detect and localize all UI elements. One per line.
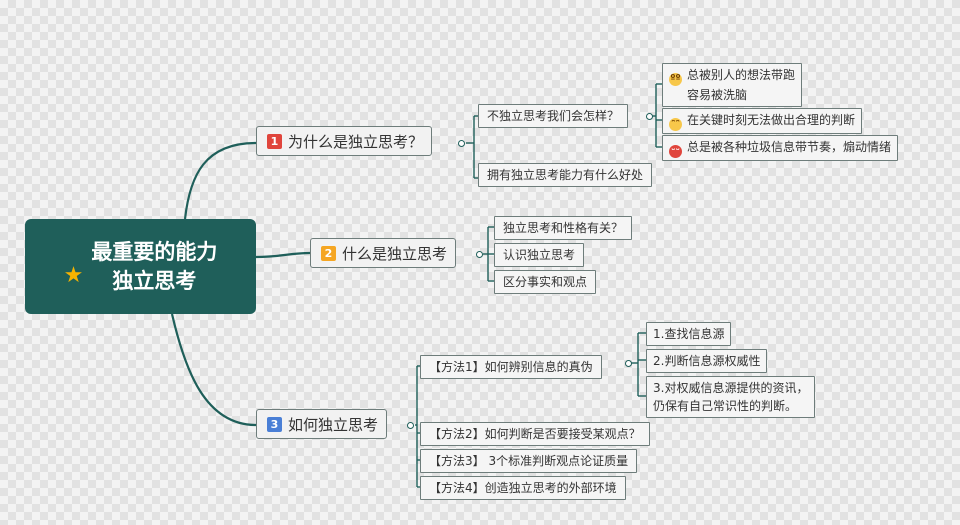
topic-label: 不独立思考我们会怎样？ <box>487 109 620 123</box>
leaf-text: 2.判断信息源权威性 <box>653 354 761 368</box>
collapse-toggle[interactable] <box>407 422 414 429</box>
topic-benefits[interactable]: 拥有独立思考能力有什么好处 <box>478 163 653 187</box>
number-badge-2: 2 <box>321 245 336 261</box>
leaf-text-line2: 容易被洗脑 <box>687 88 748 102</box>
leaf-text-line2: 仍保有自己常识性的判断。 <box>653 399 798 413</box>
topic-label: 【方法1】如何辨别信息的真伪 <box>429 360 593 374</box>
topic-label: 【方法3】 3个标准判断观点论证质量 <box>429 454 629 468</box>
topic-fact-vs-opinion[interactable]: 区分事实和观点 <box>494 270 597 294</box>
branch-how-to-think-independently[interactable]: 3 如何独立思考 <box>256 409 388 439</box>
leaf-led-by-others[interactable]: ºº 总被别人的想法带跑 容易被洗脑 <box>662 63 803 107</box>
topic-consequences[interactable]: 不独立思考我们会怎样？ <box>478 104 629 128</box>
collapse-toggle[interactable] <box>625 360 632 367</box>
leaf-text: 在关键时刻无法做出合理的判断 <box>687 113 856 127</box>
leaf-no-judgement[interactable]: ᵔᵔ 在关键时刻无法做出合理的判断 <box>662 108 863 134</box>
topic-method-3[interactable]: 【方法3】 3个标准判断观点论证质量 <box>420 449 638 473</box>
leaf-emotion-manipulated[interactable]: ᵕᵕ 总是被各种垃圾信息带节奏，煽动情绪 <box>662 135 899 161</box>
root-title: 最重要的能力 独立思考 <box>91 238 217 296</box>
topic-label: 【方法4】创造独立思考的外部环境 <box>429 481 617 495</box>
topic-personality[interactable]: 独立思考和性格有关？ <box>494 216 633 240</box>
branch-label: 为什么是独立思考？ <box>288 132 424 151</box>
leaf-text-line1: 总被别人的想法带跑 <box>687 68 796 82</box>
branch-label: 什么是独立思考 <box>342 244 448 263</box>
topic-label: 拥有独立思考能力有什么好处 <box>487 168 644 182</box>
topic-label: 区分事实和观点 <box>503 275 588 289</box>
number-badge-3: 3 <box>267 416 282 432</box>
collapse-toggle[interactable] <box>458 140 465 147</box>
collapse-toggle[interactable] <box>646 113 653 120</box>
leaf-text: 1.查找信息源 <box>653 327 725 341</box>
root-title-line2: 独立思考 <box>112 268 197 293</box>
leaf-text-line1: 3.对权威信息源提供的资讯， <box>653 381 809 395</box>
leaf-keep-common-sense[interactable]: 3.对权威信息源提供的资讯， 仍保有自己常识性的判断。 <box>646 376 816 418</box>
topic-method-4[interactable]: 【方法4】创造独立思考的外部环境 <box>420 476 626 500</box>
topic-label: 【方法2】如何判断是否要接受某观点？ <box>429 427 641 441</box>
dizzy-face-icon: ºº <box>669 73 682 86</box>
collapse-toggle[interactable] <box>476 251 483 258</box>
topic-label: 认识独立思考 <box>503 248 576 262</box>
branch-what-is-independent-thinking[interactable]: 2 什么是独立思考 <box>310 238 457 268</box>
angry-face-icon: ᵕᵕ <box>669 145 682 158</box>
root-topic[interactable]: ★ 最重要的能力 独立思考 <box>25 219 256 314</box>
leaf-find-source[interactable]: 1.查找信息源 <box>646 322 732 346</box>
number-badge-1: 1 <box>267 133 282 149</box>
branch-label: 如何独立思考 <box>288 415 379 434</box>
leaf-judge-authority[interactable]: 2.判断信息源权威性 <box>646 349 768 373</box>
topic-know-independent-thinking[interactable]: 认识独立思考 <box>494 243 585 267</box>
topic-method-2[interactable]: 【方法2】如何判断是否要接受某观点？ <box>420 422 650 446</box>
crying-face-icon: ᵔᵔ <box>669 118 682 131</box>
branch-why-independent-thinking[interactable]: 1 为什么是独立思考？ <box>256 126 433 156</box>
topic-method-1[interactable]: 【方法1】如何辨别信息的真伪 <box>420 355 602 379</box>
leaf-text: 总是被各种垃圾信息带节奏，煽动情绪 <box>687 140 892 154</box>
star-icon: ★ <box>63 263 84 288</box>
root-title-line1: 最重要的能力 <box>91 239 218 264</box>
topic-label: 独立思考和性格有关？ <box>503 221 624 235</box>
